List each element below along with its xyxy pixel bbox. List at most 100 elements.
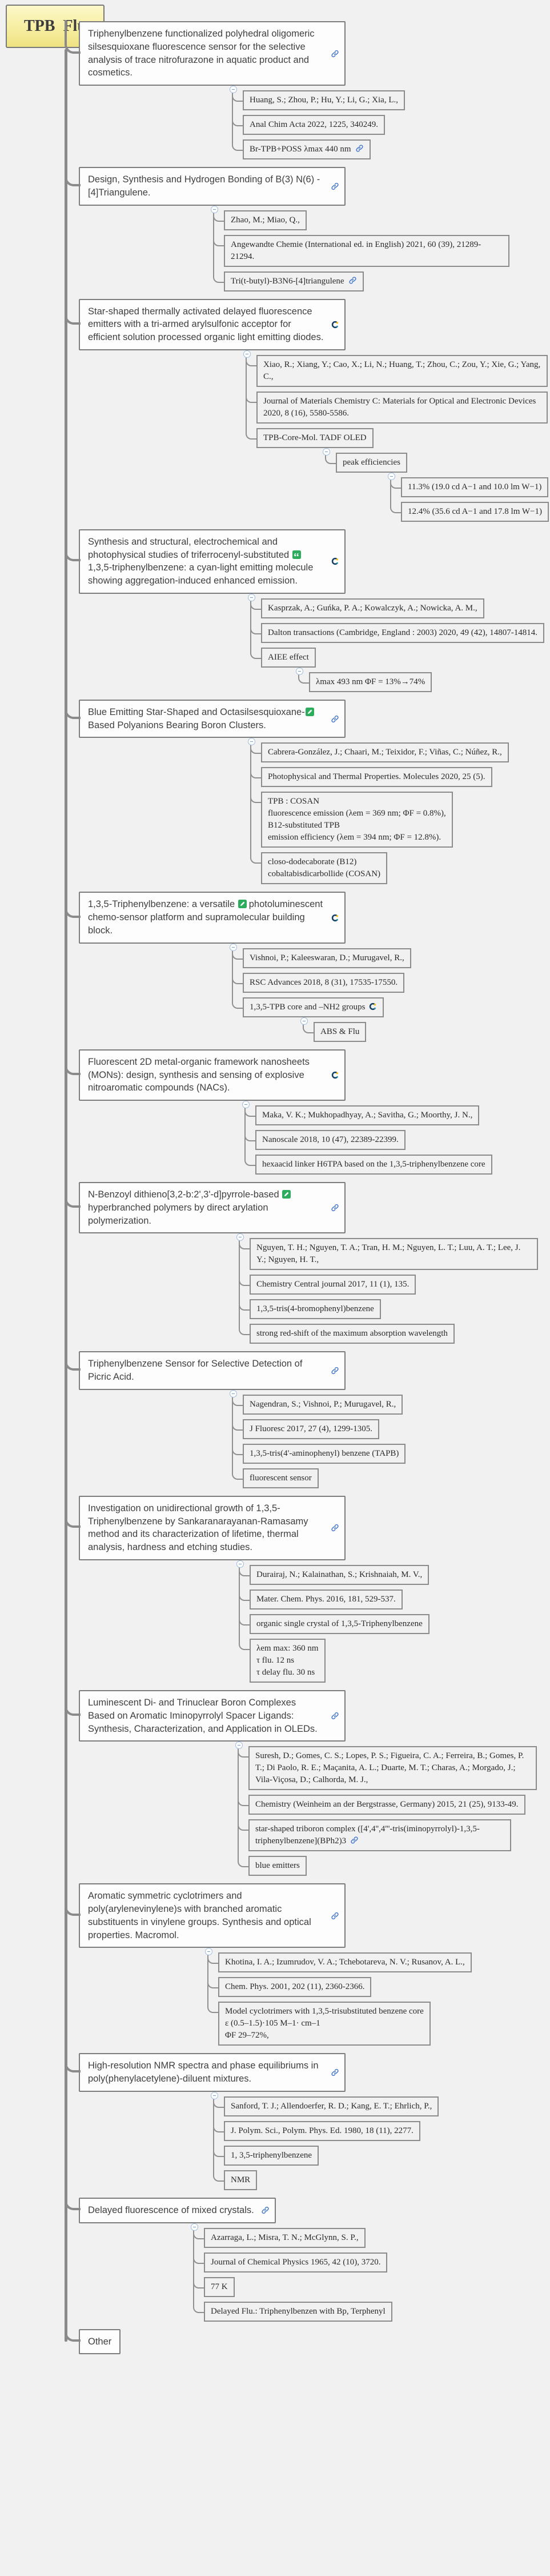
mindmap-node-title[interactable]: Design, Synthesis and Hydrogen Bonding o… — [65, 166, 346, 206]
mindmap-node[interactable]: Chem. Phys. 2001, 202 (11), 2360-2366. — [218, 1977, 372, 1998]
mindmap-node-title[interactable]: Aromatic symmetric cyclotrimers and poly… — [65, 1882, 346, 1948]
collapse-handle[interactable] — [230, 1389, 237, 1397]
mindmap-node[interactable]: 11.3% (19.0 cd A−1 and 10.0 lm W−1) — [401, 477, 549, 497]
link-icon[interactable] — [331, 182, 339, 190]
mindmap-node[interactable]: Sanford, T. J.; Allendoerfer, R. D.; Kan… — [224, 2096, 439, 2116]
mindmap-node-title[interactable]: Other — [64, 2327, 121, 2355]
mindmap-node[interactable]: λem max: 360 nm τ flu. 12 ns τ delay flu… — [250, 1638, 326, 1683]
link-icon[interactable] — [331, 1712, 339, 1720]
mindmap-node[interactable]: 1,3,5-tris(4-bromophenyl)benzene — [250, 1299, 381, 1320]
mindmap-node[interactable]: strong red-shift of the maximum absorpti… — [250, 1324, 455, 1344]
mindmap-node[interactable]: Journal of Materials Chemistry C: Materi… — [256, 391, 548, 424]
mindmap-node[interactable]: NMR — [224, 2170, 258, 2190]
mindmap-node[interactable]: RSC Advances 2018, 8 (31), 17535-17550. — [243, 972, 405, 993]
mindmap-node[interactable]: Anal Chim Acta 2022, 1225, 340249. — [243, 115, 385, 135]
mindmap-node[interactable]: Chemistry Central journal 2017, 11 (1), … — [250, 1275, 416, 1295]
mindmap-node[interactable]: Model cyclotrimers with 1,3,5-trisubstit… — [218, 2002, 431, 2046]
mindmap-node[interactable]: Photophysical and Thermal Properties. Mo… — [261, 767, 492, 788]
mindmap-node[interactable]: fluorescent sensor — [243, 1468, 319, 1488]
link-icon[interactable] — [350, 1836, 359, 1844]
collapse-handle[interactable] — [248, 738, 255, 746]
mindmap-node[interactable]: Br-TPB+POSS λmax 440 nm — [243, 139, 371, 160]
collapse-handle[interactable] — [296, 667, 303, 675]
mindmap-node[interactable]: J. Polym. Sci., Polym. Phys. Ed. 1980, 1… — [224, 2120, 420, 2141]
collapse-handle[interactable] — [242, 1101, 250, 1109]
collapse-handle[interactable] — [230, 943, 237, 951]
mindmap-node[interactable]: Dalton transactions (Cambridge, England … — [261, 622, 545, 643]
mindmap-node[interactable]: 12.4% (35.6 cd A−1 and 17.8 lm W−1) — [401, 501, 549, 522]
collapse-handle[interactable] — [211, 205, 218, 213]
collapse-handle[interactable] — [205, 1948, 212, 1956]
mindmap-node-title[interactable]: High-resolution NMR spectra and phase eq… — [65, 2052, 346, 2092]
collapse-handle[interactable] — [236, 1233, 244, 1241]
mindmap-node[interactable]: Chemistry (Weinheim an der Bergstrasse, … — [248, 1795, 525, 1815]
mindmap-node[interactable]: TPB : COSAN fluorescence emission (λem =… — [261, 792, 453, 848]
mindmap-node[interactable]: star-shaped triboron complex ([4',4'',4'… — [248, 1819, 511, 1852]
collapse-handle[interactable] — [230, 86, 237, 94]
mindmap-node[interactable]: Azarraga, L.; Misra, T. N.; McGlynn, S. … — [204, 2227, 366, 2248]
mindmap-node-title[interactable]: Triphenylbenzene functionalized polyhedr… — [65, 19, 346, 86]
collapse-handle[interactable] — [388, 472, 395, 480]
mindmap-node[interactable]: Vishnoi, P.; Kaleeswaran, D.; Murugavel,… — [243, 948, 411, 968]
collapse-handle[interactable] — [235, 1742, 243, 1750]
mindmap-node[interactable]: 1,3,5-tris(4'-aminophenyl) benzene (TAPB… — [243, 1443, 406, 1464]
link-icon[interactable] — [261, 2206, 270, 2215]
mindmap-node[interactable]: Zhao, M.; Miao, Q., — [224, 210, 307, 230]
mindmap-node-title[interactable]: Investigation on unidirectional growth o… — [65, 1494, 346, 1560]
mindmap-node[interactable]: J Fluoresc 2017, 27 (4), 1299-1305. — [243, 1419, 379, 1439]
mindmap-node[interactable]: blue emitters — [248, 1856, 307, 1876]
collapse-handle[interactable] — [191, 2223, 198, 2231]
mindmap-node[interactable]: Durairaj, N.; Kalainathan, S.; Krishnaia… — [250, 1564, 429, 1585]
mindmap-node[interactable]: Suresh, D.; Gomes, C. S.; Lopes, P. S.; … — [248, 1746, 537, 1791]
mindmap-node[interactable]: Cabrera-González, J.; Chaari, M.; Teixid… — [261, 742, 509, 763]
link-icon[interactable] — [331, 2068, 339, 2077]
link-icon[interactable] — [331, 49, 339, 58]
mindmap-node-title[interactable]: Synthesis and structural, electrochemica… — [65, 528, 346, 594]
mindmap-node[interactable]: closo-dodecaborate (B12) cobaltabisdicar… — [261, 852, 388, 885]
mindmap-node[interactable]: Khotina, I. A.; Izumrudov, V. A.; Tchebo… — [218, 1952, 472, 1973]
mindmap-node[interactable]: organic single crystal of 1,3,5-Tripheny… — [250, 1614, 429, 1634]
collapse-handle[interactable] — [243, 350, 251, 358]
mindmap-node[interactable]: 1, 3,5-triphenylbenzene — [224, 2145, 319, 2166]
mindmap-node-title[interactable]: Triphenylbenzene Sensor for Selective De… — [65, 1350, 346, 1390]
mindmap-node-title[interactable]: Fluorescent 2D metal-organic framework n… — [65, 1048, 346, 1101]
collapse-handle[interactable] — [300, 1017, 308, 1025]
link-icon[interactable] — [331, 1911, 339, 1920]
collapse-handle[interactable] — [248, 593, 255, 601]
mindmap-node[interactable]: Delayed Flu.: Triphenylbenzen with Bp, T… — [204, 2301, 392, 2322]
mindmap-node-title[interactable]: Delayed fluorescence of mixed crystals. — [65, 2196, 276, 2223]
mindmap-node-title[interactable]: Blue Emitting Star-Shaped and Octasilses… — [65, 698, 346, 738]
mindmap-node[interactable]: 77 K — [204, 2277, 235, 2297]
mindmap-node[interactable]: 1,3,5-TPB core and –NH2 groups — [243, 997, 384, 1017]
mindmap-node-title[interactable]: 1,3,5-Triphenylbenzene: a versatile phot… — [65, 890, 346, 944]
mindmap-node[interactable]: ABS & Flu — [314, 1021, 367, 1042]
link-icon[interactable] — [331, 1524, 339, 1532]
mindmap-node[interactable]: AIEE effect — [261, 647, 316, 668]
mindmap-node-title[interactable]: Star-shaped thermally activated delayed … — [65, 297, 346, 350]
mindmap-node-title[interactable]: Luminescent Di- and Trinuclear Boron Com… — [65, 1688, 346, 1742]
collapse-handle[interactable] — [211, 2091, 218, 2099]
mindmap-node[interactable]: peak efficiencies — [336, 452, 407, 473]
collapse-handle[interactable] — [323, 448, 330, 456]
mindmap-node[interactable]: λmax 493 nm ΦF = 13%→74% — [309, 672, 432, 692]
mindmap-node[interactable]: Nguyen, T. H.; Nguyen, T. A.; Tran, H. M… — [250, 1238, 538, 1271]
link-icon[interactable] — [348, 276, 357, 285]
mindmap-node[interactable]: Tri(t-butyl)-B3N6-[4]triangulene — [224, 271, 364, 291]
mindmap-node[interactable]: Mater. Chem. Phys. 2016, 181, 529-537. — [250, 1589, 403, 1609]
collapse-handle[interactable] — [236, 1560, 244, 1568]
mindmap-node[interactable]: Nanoscale 2018, 10 (47), 22389-22399. — [255, 1130, 406, 1151]
mindmap-node[interactable]: Huang, S.; Zhou, P.; Hu, Y.; Li, G.; Xia… — [243, 90, 406, 111]
mindmap-node[interactable]: Angewandte Chemie (International ed. in … — [224, 234, 509, 267]
link-icon[interactable] — [355, 144, 364, 153]
mindmap-node[interactable]: hexaacid linker H6TPA based on the 1,3,5… — [255, 1155, 492, 1175]
link-icon[interactable] — [331, 1204, 339, 1212]
mindmap-node-title[interactable]: N-Benzoyl dithieno[3,2-b:2',3'-d]pyrrole… — [65, 1181, 346, 1234]
mindmap-node[interactable]: Nagendran, S.; Vishnoi, P.; Murugavel, R… — [243, 1394, 403, 1415]
mindmap-node[interactable]: TPB-Core-Mol. TADF OLED — [256, 428, 374, 448]
link-icon[interactable] — [331, 1367, 339, 1375]
link-icon[interactable] — [331, 714, 339, 723]
mindmap-node[interactable]: Xiao, R.; Xiang, Y.; Cao, X.; Li, N.; Hu… — [256, 354, 548, 387]
mindmap-node[interactable]: Maka, V. K.; Mukhopadhyay, A.; Savitha, … — [255, 1105, 480, 1126]
mindmap-node[interactable]: Kasprzak, A.; Guńka, P. A.; Kowalczyk, A… — [261, 598, 484, 618]
mindmap-node[interactable]: Journal of Chemical Physics 1965, 42 (10… — [204, 2252, 388, 2273]
